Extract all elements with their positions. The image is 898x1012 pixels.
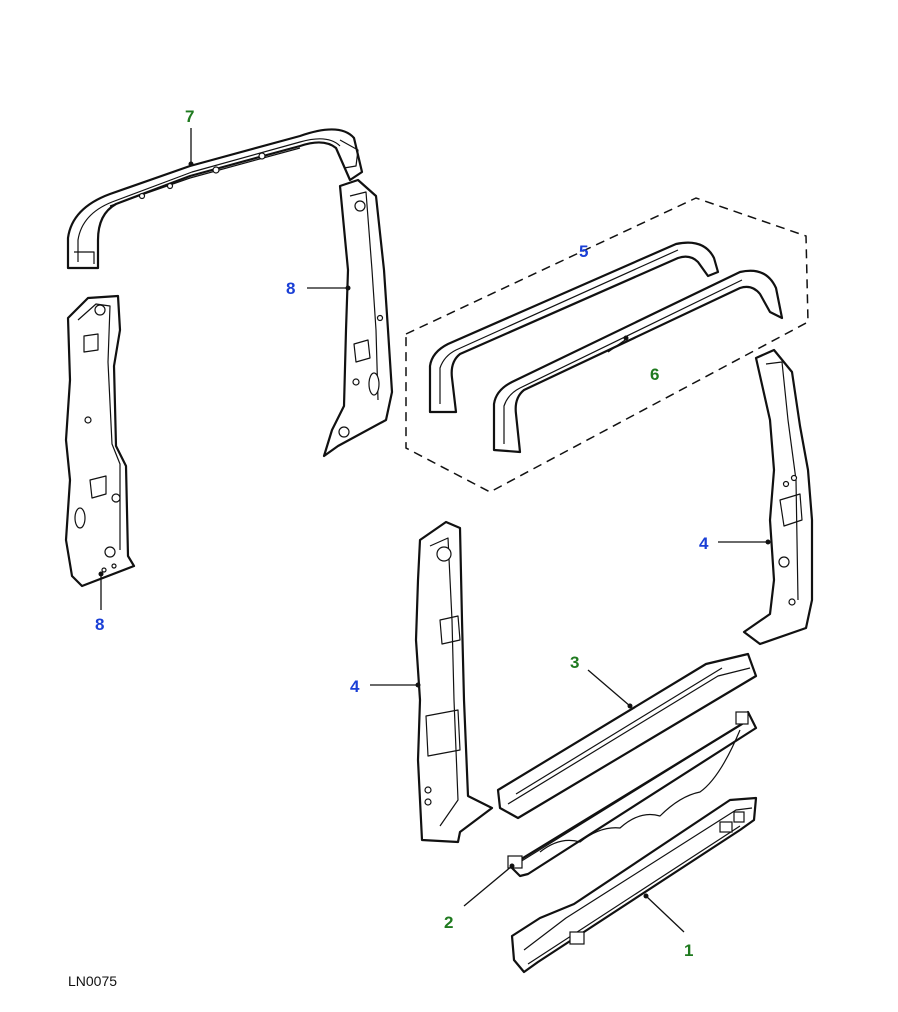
leader-lines <box>98 128 771 933</box>
left-b-pillar-part <box>64 294 136 588</box>
callout-4-right-pillar: 4 <box>699 534 709 553</box>
callout-1: 1 <box>684 941 693 960</box>
callout-6: 6 <box>650 365 659 384</box>
sill-panel-part <box>496 652 758 820</box>
left-a-pillar-part <box>414 520 494 844</box>
callout-4-left-pillar: 4 <box>350 677 360 696</box>
callout-8-left-pillar: 8 <box>95 615 104 634</box>
roof-header-arch-part <box>66 128 364 270</box>
diagram-reference-code: LN0075 <box>68 973 117 989</box>
callout-5: 5 <box>579 242 588 261</box>
callout-8-right-pillar: 8 <box>286 279 295 298</box>
sill-lower-part <box>510 796 758 974</box>
right-b-pillar-part <box>322 178 394 458</box>
inner-cant-rail-part <box>492 269 784 454</box>
callout-7: 7 <box>185 107 194 126</box>
right-d-pillar-part <box>742 348 814 646</box>
callout-3: 3 <box>570 653 579 672</box>
callout-2: 2 <box>444 913 453 932</box>
assembly-group-boundary <box>405 197 809 493</box>
sill-reinforcement-part <box>507 710 758 878</box>
outer-cant-rail-part <box>428 241 720 414</box>
